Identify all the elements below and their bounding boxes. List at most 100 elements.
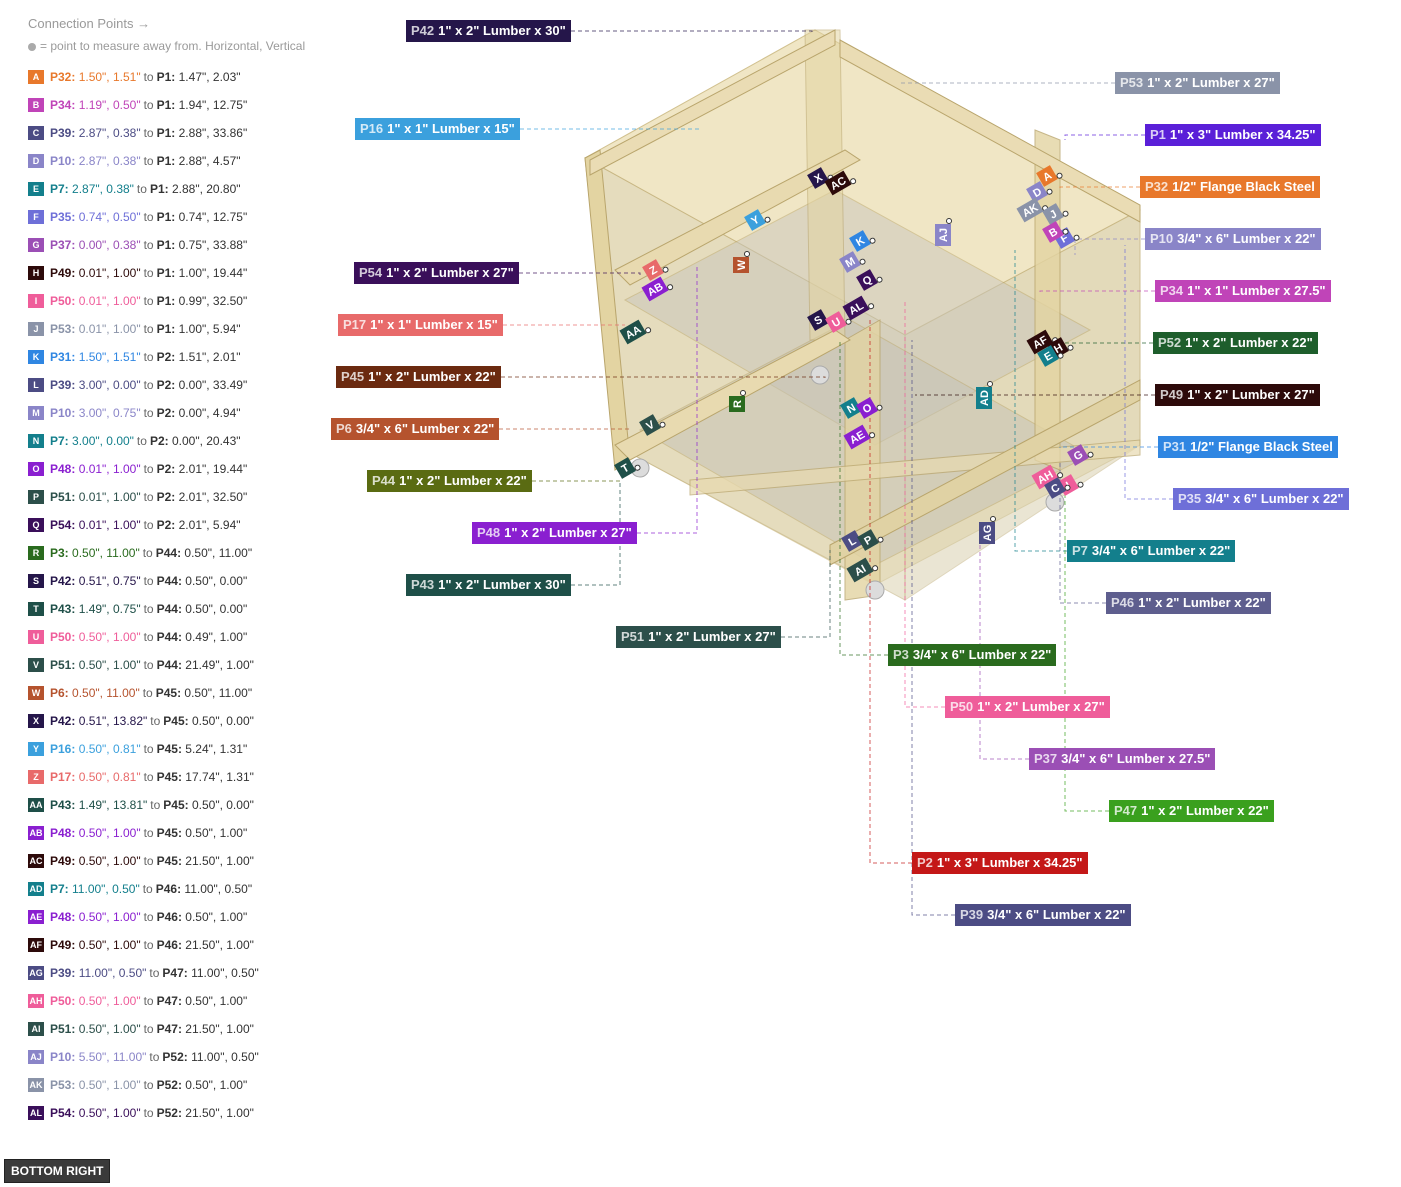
to-word: to — [143, 377, 154, 392]
to-word: to — [143, 1105, 154, 1120]
to-values: 0.00", 20.43" — [168, 433, 241, 448]
connection-point-badge: F — [28, 209, 44, 224]
diagram-badge: K — [849, 230, 876, 252]
connection-point-badge: M — [28, 405, 44, 420]
to-values: 21.50", 1.00" — [181, 853, 254, 868]
connection-point-badge: AB — [28, 825, 44, 840]
to-part: P45: — [163, 713, 189, 728]
from-values: 0.50", 0.81" — [75, 741, 141, 756]
from-part: P17: — [50, 769, 76, 784]
part-id: P47 — [1114, 803, 1138, 818]
from-values: 0.01", 1.00" — [75, 517, 141, 532]
to-part: P45: — [155, 685, 182, 700]
from-values: 1.19", 0.50" — [75, 97, 141, 112]
leader-line — [911, 340, 955, 916]
to-word: to — [143, 237, 154, 252]
from-part: P43: — [50, 601, 76, 616]
to-values: 0.50", 0.00" — [181, 573, 248, 588]
from-values: 0.50", 1.00" — [75, 1021, 141, 1036]
part-id: P7 — [1072, 543, 1088, 558]
to-values: 0.50", 1.00" — [181, 1077, 248, 1092]
from-part: P50: — [50, 293, 76, 308]
part-id: P48 — [477, 525, 501, 540]
connection-point-badge: Q — [28, 517, 44, 532]
bottom-right-button[interactable]: BOTTOM RIGHT — [4, 1159, 111, 1183]
from-values: 0.50", 11.00" — [68, 545, 140, 560]
leader-line — [979, 535, 1029, 760]
connection-point-badge: L — [28, 377, 44, 392]
diagram-badge-label: R — [732, 400, 744, 408]
to-values: 21.49", 1.00" — [181, 657, 254, 672]
from-values: 0.50", 1.00" — [75, 825, 141, 840]
to-word: to — [150, 713, 161, 728]
legend-note: = point to measure away from. Horizontal… — [28, 39, 305, 53]
leader-line — [571, 480, 621, 586]
to-word: to — [143, 517, 154, 532]
to-part: P1: — [156, 237, 176, 252]
to-values: 1.00", 5.94" — [175, 321, 241, 336]
diagram-badge: R — [729, 390, 746, 412]
to-values: 0.49", 1.00" — [181, 629, 248, 644]
diagram-badge: H — [1047, 337, 1074, 359]
from-values: 3.00", 0.00" — [68, 433, 134, 448]
from-values: 0.50", 1.00" — [75, 657, 141, 672]
from-values: 0.50", 1.00" — [75, 937, 141, 952]
to-part: P46: — [156, 937, 182, 952]
part-description: 1" x 2" Lumber x 27" — [977, 699, 1105, 714]
to-part: P44: — [156, 657, 182, 672]
part-description: 3/4" x 6" Lumber x 27.5" — [1061, 751, 1211, 766]
leader-line — [781, 550, 831, 638]
to-values: 0.50", 11.00" — [181, 545, 253, 560]
to-word: to — [143, 321, 154, 336]
to-part: P1: — [156, 69, 176, 84]
from-values: 0.50", 1.00" — [75, 1105, 141, 1120]
from-part: P10: — [50, 153, 76, 168]
part-description: 3/4" x 6" Lumber x 22" — [912, 647, 1052, 662]
to-part: P46: — [156, 909, 182, 924]
from-part: P7: — [50, 433, 69, 448]
measure-point-dot — [645, 327, 652, 334]
